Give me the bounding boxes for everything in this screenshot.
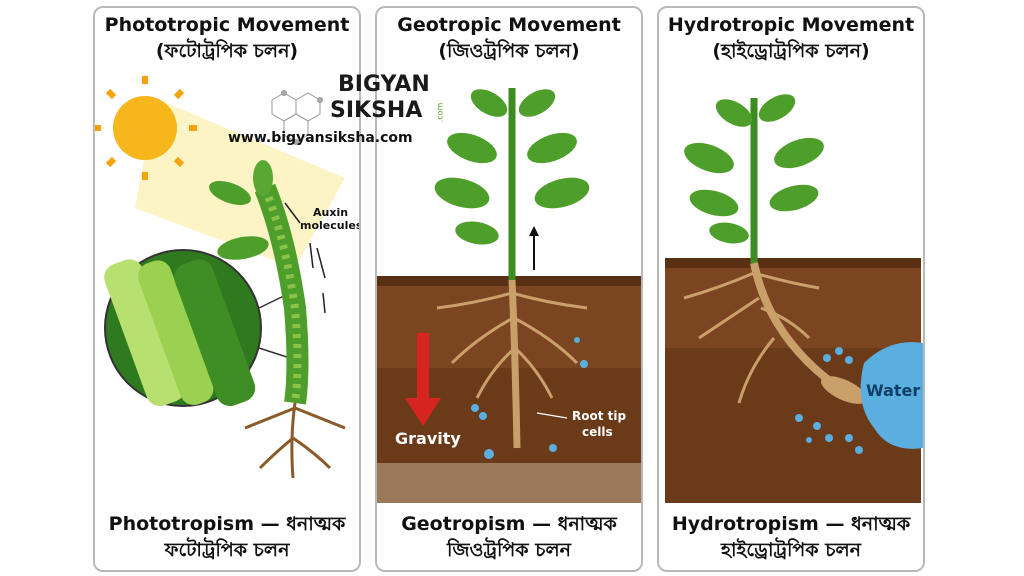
panel-phototropic: Phototropic Movement (ফটোট্রপিক চলন) xyxy=(93,6,361,572)
leaf xyxy=(217,236,269,260)
logo-line2: SIKSHA xyxy=(330,98,423,123)
sun-icon xyxy=(95,76,197,180)
gravity-arrow xyxy=(405,333,441,426)
footer-en: Hydrotropism — ধনাত্মক xyxy=(671,513,911,535)
gravity-label: Gravity xyxy=(395,429,461,448)
footer-en: Phototropism — ধনাত্মক xyxy=(108,513,346,535)
logo-url: www.bigyansiksha.com xyxy=(228,130,413,146)
panel-footer: Phototropism — ধনাত্মক ফটোট্রপিক চলন xyxy=(95,511,359,563)
title-bn: (ফটোট্রপিক চলন) xyxy=(155,40,299,62)
hydrotropic-illustration: Water xyxy=(665,94,923,503)
panel-title: Geotropic Movement (জিওট্রপিক চলন) xyxy=(377,12,641,64)
light-beam xyxy=(135,98,345,268)
title-en: Hydrotropic Movement xyxy=(667,14,915,36)
panel-hydrotropic: Hydrotropic Movement (হাইড্রোট্রপিক চলন)… xyxy=(657,6,925,572)
footer-bn: জিওট্রপিক চলন xyxy=(447,539,571,561)
leaves xyxy=(434,89,590,245)
water-droplets xyxy=(795,347,863,454)
upward-arrow xyxy=(529,226,539,270)
logo-hex-icon xyxy=(271,90,323,145)
panel-footer: Hydrotropism — ধনাত্মক হাইড্রোট্রপিক চলন xyxy=(659,511,923,563)
phototropic-illustration: Auxin molecules xyxy=(95,76,359,479)
root-tip-label: Root tip cells xyxy=(572,409,630,439)
footer-bn: হাইড্রোট্রপিক চলন xyxy=(721,539,861,561)
auxin-arrows xyxy=(284,202,326,314)
root-tip xyxy=(820,376,868,404)
footer-en: Geotropism — ধনাত্মক xyxy=(401,513,617,535)
geotropic-illustration: Gravity Root tip cells xyxy=(377,88,641,503)
water-droplets xyxy=(471,337,588,459)
roots xyxy=(436,279,588,449)
logo-line1: BIGYAN xyxy=(338,72,430,97)
leaves xyxy=(684,94,824,244)
roots xyxy=(244,402,346,479)
leaf xyxy=(253,160,273,196)
water-pool xyxy=(860,342,923,449)
title-en: Geotropic Movement xyxy=(397,14,621,36)
auxin-label: Auxin molecules xyxy=(300,206,359,232)
roots xyxy=(683,262,842,404)
panel-geotropic: Geotropic Movement (জিওট্রপিক চলন) xyxy=(375,6,643,572)
panel-title: Hydrotropic Movement (হাইড্রোট্রপিক চলন) xyxy=(659,12,923,64)
leaf xyxy=(209,180,251,206)
rock-layer xyxy=(377,463,641,503)
water-label: Water xyxy=(866,381,920,400)
footer-bn: ফটোট্রপিক চলন xyxy=(164,539,290,561)
title-en: Phototropic Movement xyxy=(104,14,350,36)
title-bn: (হাইড্রোট্রপিক চলন) xyxy=(712,40,870,62)
panel-title: Phototropic Movement (ফটোট্রপিক চলন) xyxy=(95,12,359,64)
logo-suffix: .com xyxy=(435,102,445,123)
cell-magnify-circle xyxy=(104,249,291,407)
panel-footer: Geotropism — ধনাত্মক জিওট্রপিক চলন xyxy=(377,511,641,563)
title-bn: (জিওট্রপিক চলন) xyxy=(438,40,580,62)
